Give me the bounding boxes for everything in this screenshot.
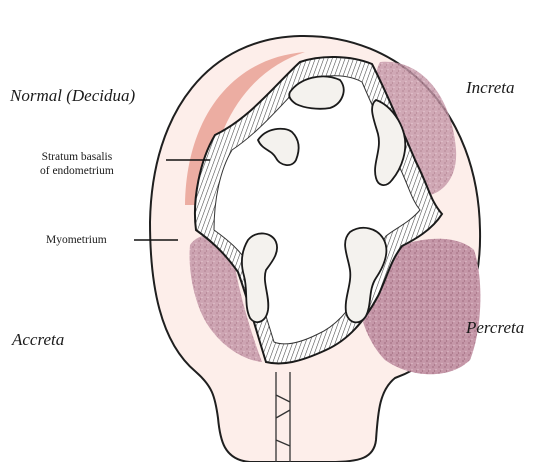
label-stratum-line1: Stratum basalis [40,150,114,164]
label-stratum-line2: of endometrium [40,164,114,178]
label-normal-decidua: Normal (Decidua) [10,86,135,106]
label-myometrium: Myometrium [46,233,107,247]
label-increta: Increta [466,78,514,98]
label-accreta: Accreta [12,330,64,350]
label-stratum-basalis: Stratum basalis of endometrium [40,150,114,178]
label-percreta: Percreta [466,318,524,338]
